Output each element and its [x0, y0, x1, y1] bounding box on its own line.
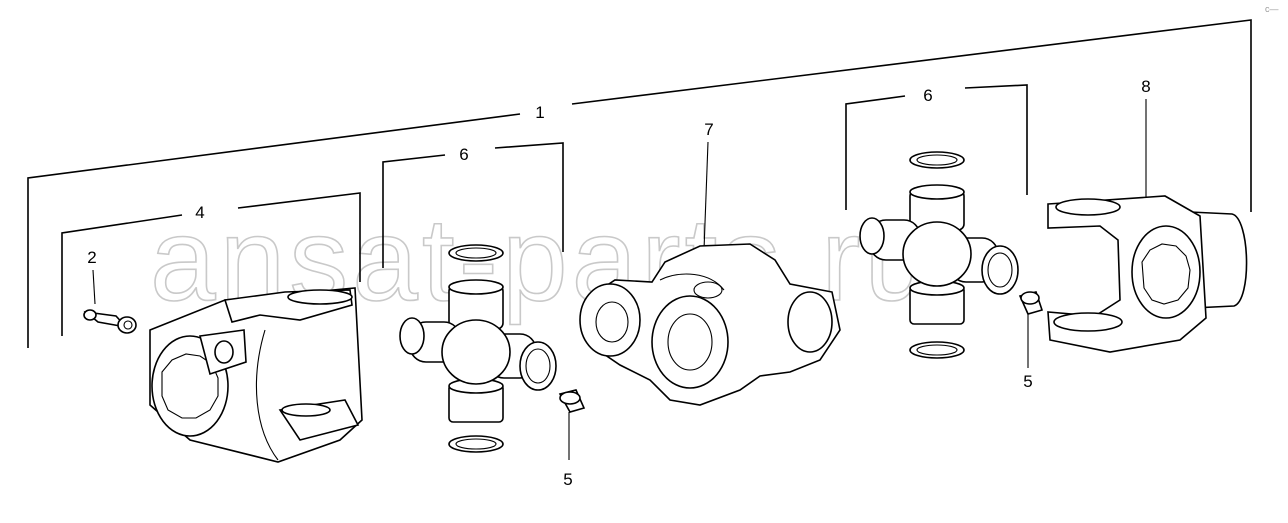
center-yoke-7 [579, 243, 841, 406]
fitting-left [558, 389, 586, 413]
bolt-2 [83, 309, 137, 334]
fitting-right [1018, 291, 1044, 315]
callout-2: 2 [87, 248, 96, 267]
bracket-slip-yoke [61, 192, 361, 336]
callout-4: 4 [195, 203, 204, 222]
cross-right [859, 151, 1019, 359]
callout-6-left: 6 [459, 145, 468, 164]
cross-left [399, 244, 557, 453]
corner-mark: c— [1265, 4, 1279, 14]
callout-7: 7 [704, 120, 713, 139]
end-yoke-8 [1047, 195, 1248, 353]
bracket-assembly [27, 19, 1252, 348]
callout-8: 8 [1141, 77, 1150, 96]
bracket-cross-left [382, 142, 564, 268]
callout-1: 1 [535, 103, 544, 122]
slip-yoke-4 [149, 287, 363, 463]
callout-5-right: 5 [1023, 372, 1032, 391]
callout-6-right: 6 [923, 86, 932, 105]
bracket-cross-right [845, 84, 1028, 210]
callout-5-left: 5 [563, 470, 572, 489]
